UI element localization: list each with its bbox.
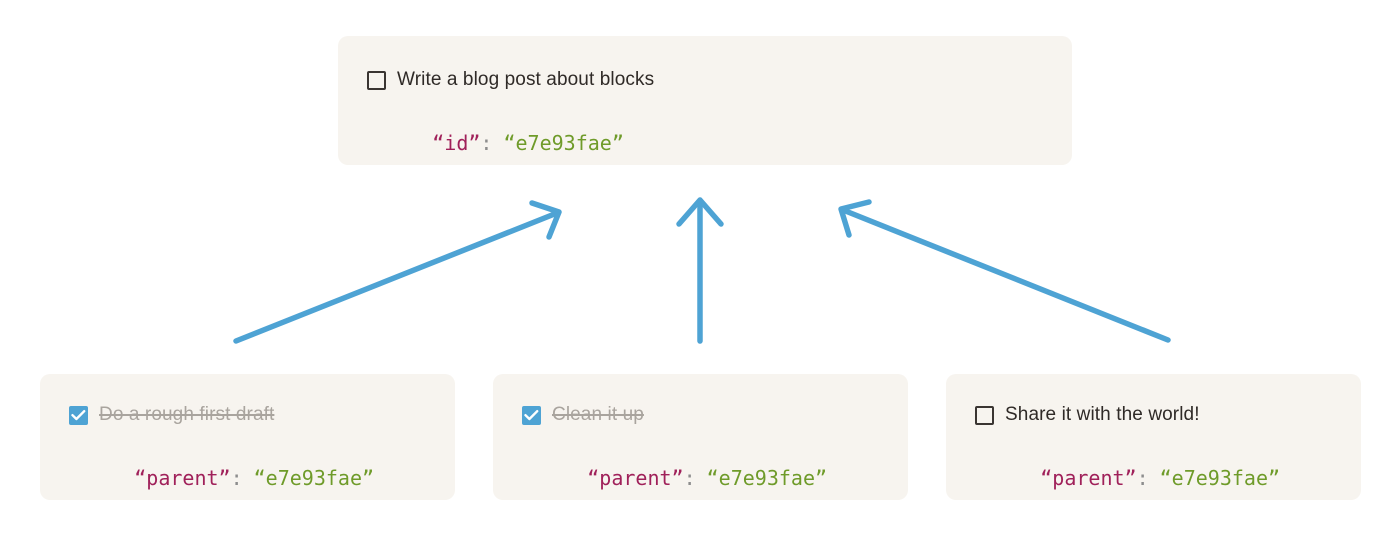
code-value: “e7e93fae” xyxy=(503,131,624,155)
code-punct: : xyxy=(230,466,243,490)
checkbox-checked-icon[interactable] xyxy=(522,405,541,425)
parent-task-line: Write a blog post about blocks xyxy=(367,69,654,91)
child-card-2[interactable]: Clean it up “parent”: “e7e93fae” xyxy=(493,374,908,500)
parent-code-line: “id”: “e7e93fae” xyxy=(360,107,624,179)
code-key: “id” xyxy=(432,131,481,155)
code-key: “parent” xyxy=(1040,466,1137,490)
code-punct: : xyxy=(480,131,493,155)
arrow-child2-to-parent xyxy=(676,197,724,344)
child-card-1[interactable]: Do a rough first draft “parent”: “e7e93fa… xyxy=(40,374,455,500)
arrow-child3-to-parent xyxy=(838,199,1171,343)
checkbox-checked-icon[interactable] xyxy=(69,405,88,425)
child2-code-line: “parent”: “e7e93fae” xyxy=(515,442,827,514)
checkbox-empty-icon[interactable] xyxy=(975,405,994,425)
code-value: “e7e93fae” xyxy=(253,466,375,490)
child1-task-label: Do a rough first draft xyxy=(99,404,275,425)
code-punct: : xyxy=(1136,466,1149,490)
child1-code-line: “parent”: “e7e93fae” xyxy=(62,442,374,514)
child2-task-line: Clean it up xyxy=(522,404,644,426)
code-key: “parent” xyxy=(134,466,231,490)
code-punct: : xyxy=(683,466,696,490)
code-value: “e7e93fae” xyxy=(1159,466,1281,490)
child3-code-line: “parent”: “e7e93fae” xyxy=(968,442,1280,514)
check-mark-icon xyxy=(524,409,539,420)
code-value: “e7e93fae” xyxy=(706,466,828,490)
child1-task-line: Do a rough first draft xyxy=(69,404,274,426)
child2-task-label: Clean it up xyxy=(552,404,644,425)
code-key: “parent” xyxy=(587,466,684,490)
parent-task-label: Write a blog post about blocks xyxy=(397,69,655,90)
parent-card[interactable]: Write a blog post about blocks “id”: “e7e… xyxy=(338,36,1072,165)
arrow-child1-to-parent xyxy=(233,200,562,344)
checkbox-empty-icon[interactable] xyxy=(367,70,386,90)
child-card-3[interactable]: Share it with the world! “parent”: “e7e93… xyxy=(946,374,1361,500)
child3-task-line: Share it with the world! xyxy=(975,404,1200,426)
check-mark-icon xyxy=(71,409,86,420)
child3-task-label: Share it with the world! xyxy=(1005,404,1200,425)
